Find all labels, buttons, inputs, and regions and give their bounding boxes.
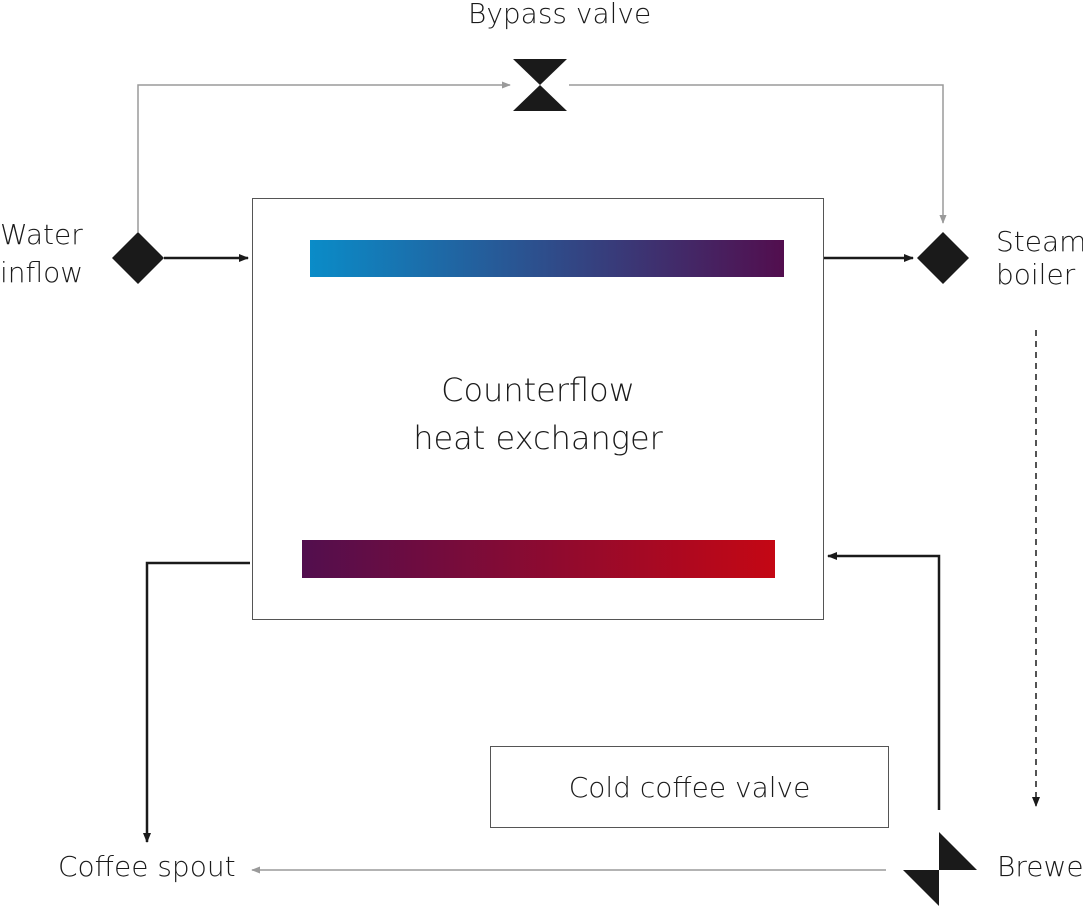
coffee-spout-label: Coffee spout <box>58 850 236 883</box>
heat-exchanger-box <box>252 198 824 620</box>
brewer-to-exchanger-line <box>827 552 941 810</box>
cold-coffee-valve-box[interactable]: Cold coffee valve <box>490 746 889 828</box>
cold-to-warm-gradient-bar <box>310 240 784 277</box>
water-inflow-label-line2: inflow <box>0 256 84 289</box>
heat-exchanger-title-line2: heat exchanger <box>413 419 663 457</box>
bypass-line-in <box>137 81 511 232</box>
steam-boiler-label-line2: boiler <box>996 258 1076 291</box>
brewer-label: Brewer <box>997 850 1083 883</box>
hourglass-valve-icon[interactable] <box>513 59 567 111</box>
warm-to-hot-gradient-bar <box>302 540 775 578</box>
heat-exchanger-title-line1: Counterflow <box>441 371 635 409</box>
cold-coffee-valve-label: Cold coffee valve <box>568 770 811 804</box>
steam-boiler-label-line1: Steam <box>996 225 1083 258</box>
water-inflow-diamond-icon[interactable] <box>112 232 164 284</box>
heat-exchanger-title: Counterflow heat exchanger <box>252 366 824 462</box>
exchanger-to-spout-line <box>143 561 250 843</box>
three-way-valve-icon[interactable] <box>903 832 977 906</box>
bypass-valve-label: Bypass valve <box>468 0 652 30</box>
steam-boiler-diamond-icon[interactable] <box>917 232 969 284</box>
water-inflow-label-line1: Water <box>0 218 83 251</box>
bypass-line-out <box>569 84 947 224</box>
